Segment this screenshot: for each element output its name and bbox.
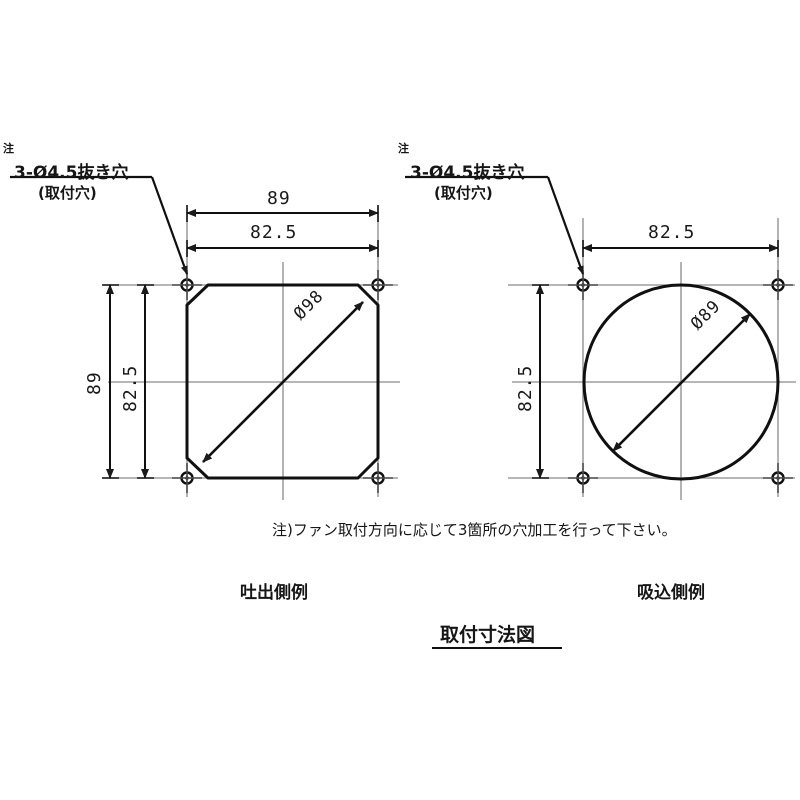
- left-callout-sub-label: (取付穴): [38, 184, 97, 202]
- right-figure-circle-outline: [582, 283, 780, 481]
- left-figure-dim-top-outer: [186, 205, 379, 222]
- drawing-title: 取付寸法図: [440, 624, 536, 646]
- right-figure-dim-left-inner: [532, 284, 549, 479]
- right-dim-top-inner-label: 82.5: [648, 222, 696, 243]
- left-dim-left-inner-label: 82.5: [120, 364, 141, 412]
- left-figure-dim-left-outer: [102, 284, 119, 479]
- left-dim-left-outer-label: 89: [84, 371, 105, 395]
- right-callout-sub-label: (取付穴): [434, 184, 493, 202]
- right-figure-dim-top-inner: [582, 240, 779, 257]
- left-callout-leader: [10, 175, 189, 275]
- right-figure-caption: 吸込側例: [637, 583, 705, 603]
- right-callout-leader: [405, 175, 585, 275]
- right-dim-left-inner-label: 82.5: [515, 364, 536, 412]
- left-figure-octagon-outline: [185, 283, 380, 480]
- left-figure-caption: 吐出側例: [240, 583, 308, 603]
- left-dim-top-inner-label: 82.5: [250, 222, 298, 243]
- left-dim-top-outer-label: 89: [267, 188, 291, 209]
- left-figure-construction-lines: [103, 208, 400, 500]
- left-callout-note-marker: 注: [3, 142, 14, 155]
- right-callout-main-label: 3-Ø4.5抜き穴: [410, 163, 525, 183]
- right-figure-mounting-holes: [568, 270, 793, 493]
- right-figure-construction-lines: [508, 218, 796, 500]
- drawing-note: 注)ファン取付方向に応じて3箇所の穴加工を行って下さい。: [272, 521, 677, 539]
- left-callout-main-label: 3-Ø4.5抜き穴: [14, 163, 129, 183]
- right-callout-note-marker: 注: [398, 142, 409, 155]
- left-figure-dim-left-inner: [137, 284, 154, 479]
- left-figure-diameter-arrow: [202, 301, 364, 463]
- right-figure-diameter-arrow: [612, 313, 751, 452]
- left-figure-mounting-holes: [172, 270, 393, 493]
- left-figure-dim-top-inner: [186, 240, 379, 257]
